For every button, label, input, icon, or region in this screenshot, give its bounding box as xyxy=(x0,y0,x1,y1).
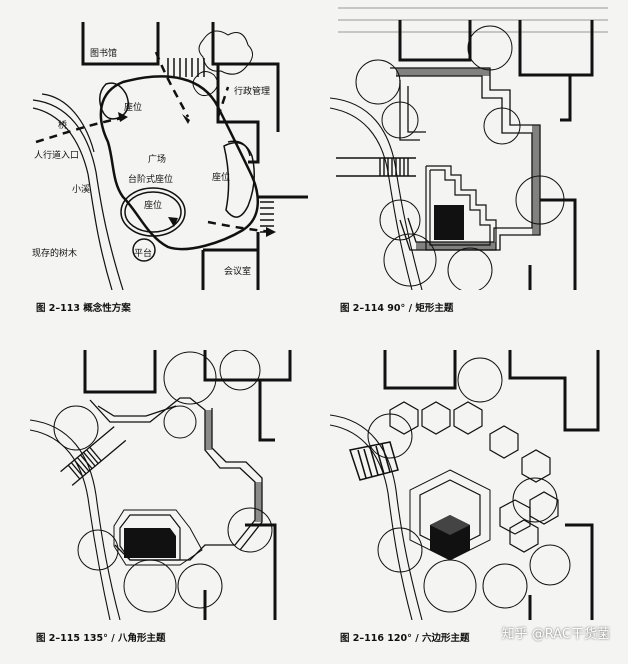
caption-2-116: 图 2–116 120° / 六边形主题 xyxy=(340,633,470,644)
label-platform: 平台 xyxy=(134,247,152,259)
figure-2-113-concept-plan: 图书馆 行政管理 桥 人行道入口 小溪 座位 广场 台阶式座位 座位 座位 现存… xyxy=(28,22,308,290)
label-seat-c: 座位 xyxy=(144,199,162,211)
label-existing-trees: 现存的树木 xyxy=(32,247,77,259)
caption-2-113: 图 2–113 概念性方案 xyxy=(36,303,131,314)
label-plaza: 广场 xyxy=(148,153,166,165)
figure-2-116-hexagonal xyxy=(330,350,610,620)
watermark: 知乎 @RAC干货菌 xyxy=(501,627,610,642)
label-bridge: 桥 xyxy=(58,119,67,131)
figure-2-115-octagonal xyxy=(30,350,310,620)
caption-2-115: 图 2–115 135° / 八角形主题 xyxy=(36,633,166,644)
figure-2-114-rectangular xyxy=(330,20,610,290)
label-creek: 小溪 xyxy=(72,183,90,195)
label-seat-b: 座位 xyxy=(212,171,230,183)
label-library: 图书馆 xyxy=(90,47,117,59)
page-bleed-text xyxy=(318,0,628,40)
caption-2-114: 图 2–114 90° / 矩形主题 xyxy=(340,303,454,314)
label-meeting-room: 会议室 xyxy=(224,265,251,277)
label-terraced-seat: 台阶式座位 xyxy=(128,173,173,185)
label-entrance: 人行道入口 xyxy=(34,149,79,161)
label-seat-a: 座位 xyxy=(124,101,142,113)
label-admin: 行政管理 xyxy=(234,85,270,97)
